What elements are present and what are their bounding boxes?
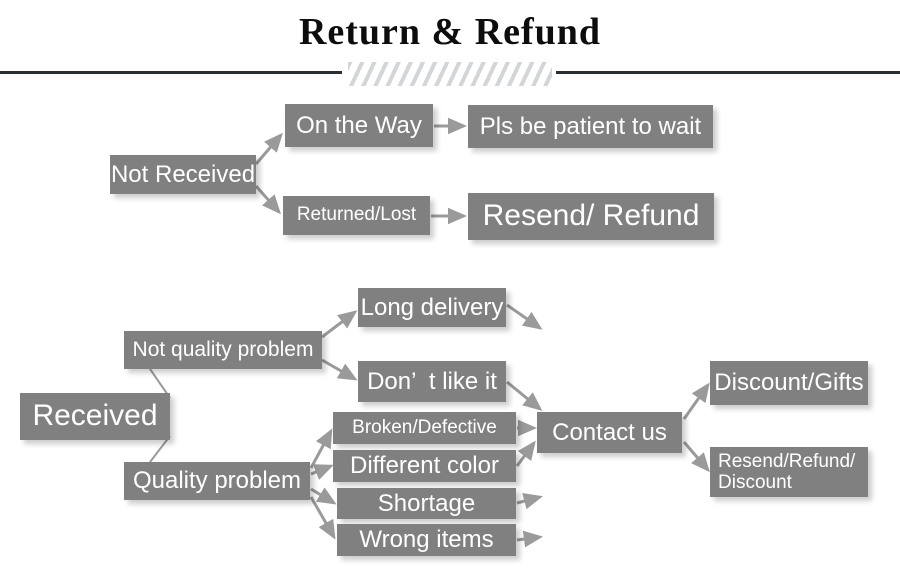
page-title: Return & Refund	[298, 11, 602, 53]
node-resend_refund: Resend/ Refund	[468, 193, 714, 240]
edge-contact-us-to-discount-gifts	[682, 382, 710, 420]
node-different_color: Different color	[333, 450, 516, 482]
node-shortage: Shortage	[337, 488, 516, 519]
node-broken: Broken/Defective	[333, 412, 516, 444]
node-quality: Quality problem	[124, 462, 310, 500]
node-not_received: Not Received	[110, 155, 256, 194]
node-on_the_way: On the Way	[285, 104, 433, 147]
node-resend_discount: Resend/Refund/ Discount	[710, 447, 868, 497]
edge-long-delivery-to-contact-us	[506, 303, 543, 330]
node-discount_gifts: Discount/Gifts	[710, 361, 868, 405]
node-returned_lost: Returned/Lost	[283, 196, 430, 235]
node-long_delivery: Long delivery	[358, 288, 506, 327]
edge-not-received-to-returned-lost	[254, 185, 281, 215]
title-divider	[0, 62, 900, 88]
edge-quality-to-wrong-items	[309, 496, 336, 540]
edge-quality-to-broken	[309, 428, 333, 469]
divider-rule-left	[0, 71, 342, 74]
divider-rule-right	[556, 71, 900, 74]
node-pls_wait: Pls be patient to wait	[468, 105, 713, 148]
edge-different-color-to-contact-us	[515, 440, 536, 467]
edge-quality-to-different-color	[310, 464, 334, 480]
node-received: Received	[20, 393, 170, 440]
node-wrong_items: Wrong items	[337, 524, 516, 556]
edge-not-received-to-on-the-way	[254, 132, 283, 165]
edge-not-quality-to-long-delivery	[321, 310, 358, 339]
edge-not-quality-to-dont-like	[321, 358, 358, 381]
node-dont_like: Don’ t like it	[358, 361, 506, 402]
edge-quality-to-shortage	[310, 487, 337, 505]
node-contact_us: Contact us	[537, 412, 682, 453]
edge-contact-us-to-resend-discount	[682, 441, 710, 473]
node-not_quality: Not quality problem	[124, 331, 322, 369]
edge-dont-like-to-contact-us	[506, 380, 543, 411]
divider-hatch	[348, 62, 552, 86]
edge-wrong-items-to-contact-us	[516, 530, 543, 548]
edge-shortage-to-contact-us	[516, 492, 543, 510]
